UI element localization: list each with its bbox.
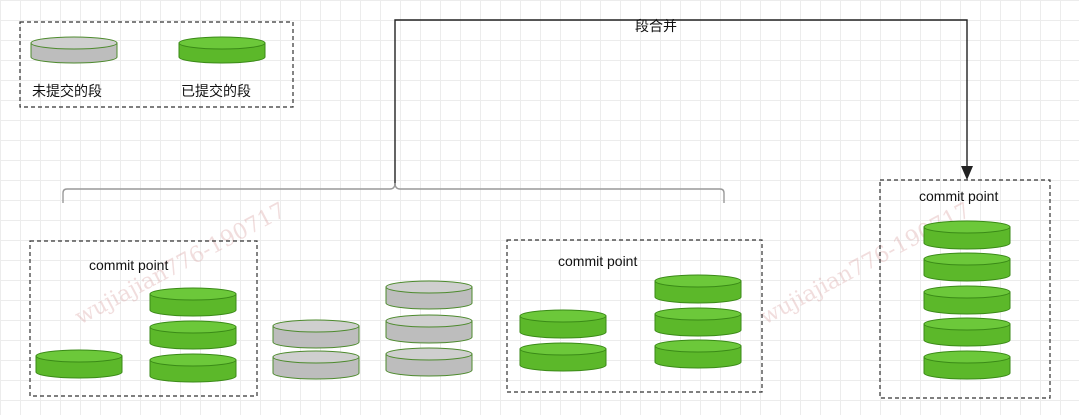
- committed-segment-icon: [923, 285, 1011, 315]
- committed-segment-icon: [178, 36, 266, 64]
- committed-segment-icon: [654, 339, 742, 369]
- committed-segment-icon: [654, 274, 742, 304]
- commit-point-label: commit point: [558, 253, 637, 269]
- uncommitted-segment-icon: [30, 36, 118, 64]
- legend-box: [19, 21, 294, 108]
- committed-segment-icon: [35, 349, 123, 379]
- uncommitted-segment-icon: [385, 314, 473, 344]
- legend-uncommitted-segment-icon: [30, 36, 118, 64]
- commit-point-label: commit point: [919, 188, 998, 204]
- legend-committed-label: 已提交的段: [181, 83, 251, 100]
- merge-label: 段合并: [635, 19, 677, 35]
- committed-segment-icon: [923, 252, 1011, 282]
- merge-arrow-line: [394, 19, 968, 185]
- committed-segment-icon: [519, 309, 607, 339]
- commit-group-1-box: [29, 240, 258, 397]
- committed-segment-icon: [923, 220, 1011, 250]
- segment-cylinders: [35, 220, 1011, 383]
- committed-segment-icon: [923, 317, 1011, 347]
- uncommitted-segment-icon: [385, 280, 473, 310]
- commit-point-label: commit point: [89, 257, 168, 273]
- segments-bracket: [62, 182, 725, 203]
- merged-commit-group-box: [879, 179, 1051, 399]
- uncommitted-segment-icon: [385, 347, 473, 377]
- legend-uncommitted-label: 未提交的段: [32, 83, 102, 100]
- legend-committed-segment-icon: [178, 36, 266, 64]
- merge-arrow-head-icon: [961, 166, 973, 180]
- committed-segment-icon: [149, 353, 237, 383]
- committed-segment-icon: [923, 350, 1011, 380]
- uncommitted-segment-icon: [272, 319, 360, 349]
- committed-segment-icon: [519, 342, 607, 372]
- commit-group-2-box: [506, 239, 763, 393]
- uncommitted-segment-icon: [272, 350, 360, 380]
- committed-segment-icon: [149, 320, 237, 350]
- committed-segment-icon: [149, 287, 237, 317]
- committed-segment-icon: [654, 307, 742, 337]
